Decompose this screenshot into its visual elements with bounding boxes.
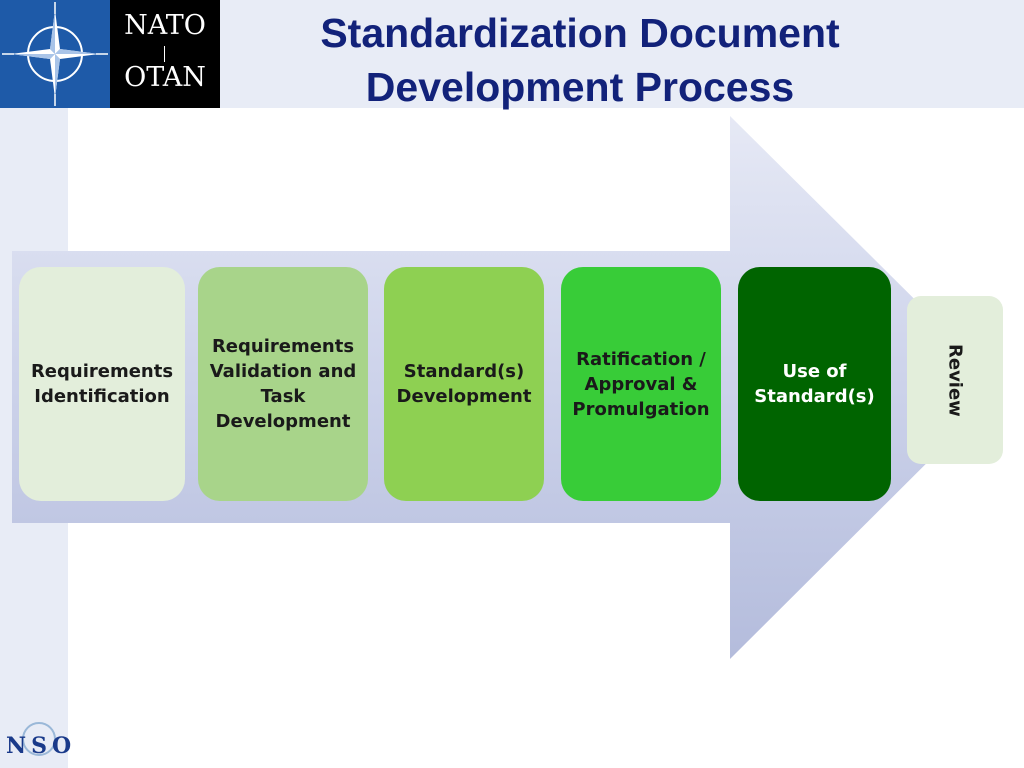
nato-compass-star-icon bbox=[2, 2, 108, 106]
nso-emblem-icon bbox=[22, 722, 56, 756]
step-label: Use of Standard(s) bbox=[754, 361, 875, 407]
step-label: Review bbox=[944, 343, 966, 417]
logo-text-panel bbox=[110, 0, 220, 108]
step-label: Requirements Identification bbox=[30, 361, 174, 407]
logo-emblem-panel bbox=[0, 0, 110, 108]
title-line-2: Development Process bbox=[365, 64, 795, 110]
nso-logo: NSO bbox=[6, 733, 77, 759]
step-standards-development: Standard(s) Development bbox=[384, 267, 544, 501]
step-requirements-validation: Requirements Validation and Task Develop… bbox=[198, 267, 368, 501]
nato-logo: NATO OTAN bbox=[0, 0, 220, 108]
step-label: Ratification / Approval & Promulgation bbox=[572, 348, 710, 420]
step-requirements-identification: Requirements Identification bbox=[19, 267, 185, 501]
logo-text-nato: NATO bbox=[124, 10, 206, 41]
title-line-1: Standardization Document bbox=[320, 10, 840, 56]
logo-text-otan: OTAN bbox=[124, 62, 206, 93]
step-use-of-standards: Use of Standard(s) bbox=[738, 267, 891, 501]
step-ratification: Ratification / Approval & Promulgation bbox=[561, 267, 721, 501]
step-label: Standard(s) Development bbox=[396, 361, 532, 407]
step-label: Requirements Validation and Task Develop… bbox=[209, 336, 357, 432]
step-review: Review bbox=[907, 296, 1003, 464]
page-title: Standardization Document Development Pro… bbox=[230, 6, 930, 114]
logo-divider bbox=[164, 46, 165, 62]
